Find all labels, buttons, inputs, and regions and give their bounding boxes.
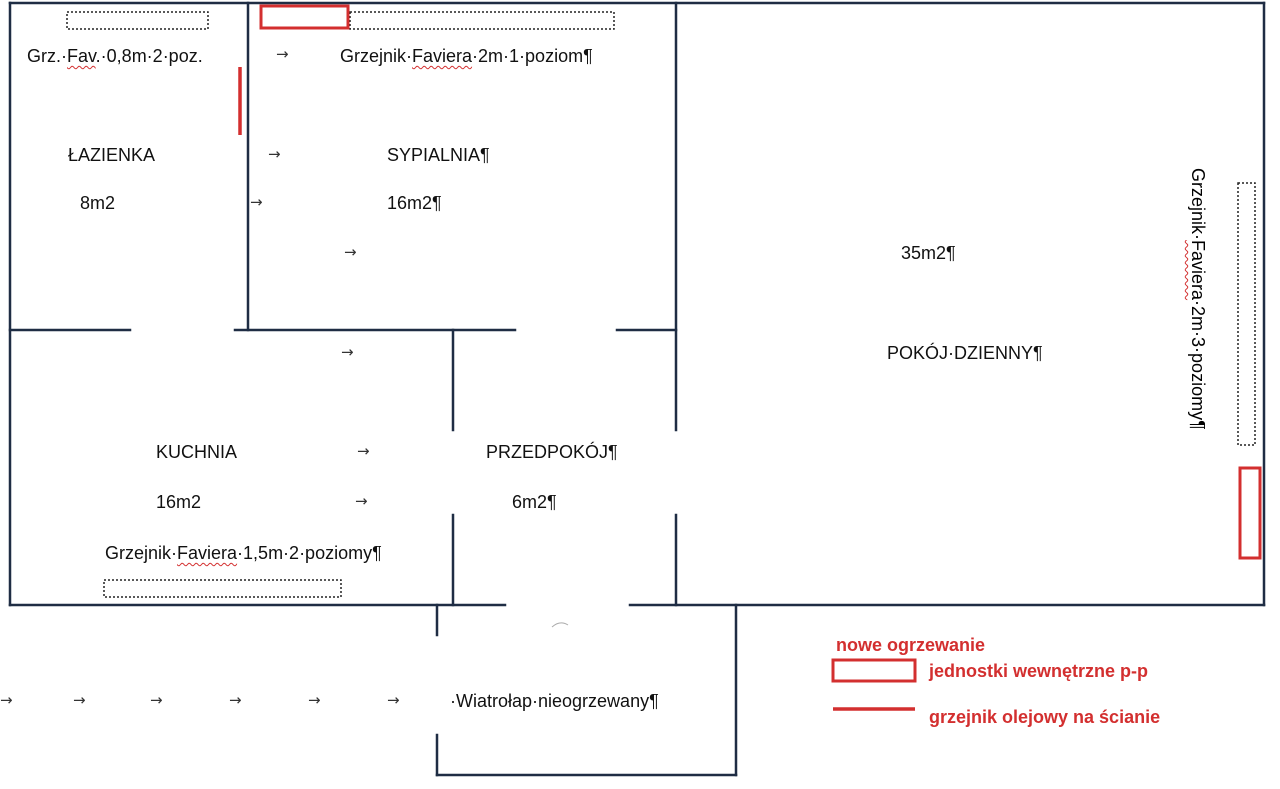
radiator-brand: Faviera — [1188, 240, 1208, 301]
tab-arrow: → — [355, 492, 368, 510]
tab-arrow: → — [276, 45, 289, 63]
radiator-label-part: ·1,5m·2·poziomy¶ — [237, 543, 382, 563]
radiator-label-part: Grzejnik· — [340, 46, 413, 66]
room-bathroom-name: ŁAZIENKA — [68, 145, 156, 165]
room-bedroom-name: SYPIALNIA¶ — [387, 145, 490, 165]
legend-title: nowe ogrzewanie — [836, 635, 986, 655]
small-mark — [551, 622, 569, 628]
radiator-kitchen-dotted — [103, 579, 342, 598]
room-living-area: 35m2¶ — [901, 243, 956, 263]
label-radiator-bedroom: Grzejnik·Faviera·2m·1·poziom¶ — [340, 47, 593, 65]
room-vestibule-name: ·Wiatrołap·nieogrzewany¶ — [450, 691, 659, 711]
tab-arrow: → — [357, 442, 370, 460]
room-kitchen-area: 16m2 — [156, 492, 202, 512]
tab-arrow: → — [150, 691, 163, 709]
radiator-label-part: .·0,8m·2·poz. — [95, 46, 203, 66]
radiator-label-part: ·2m·1·poziom¶ — [472, 46, 593, 66]
radiator-label-part: Grzejnik· — [105, 543, 178, 563]
radiator-label-part: ·2m·3·poziomy¶ — [1188, 300, 1208, 430]
tab-arrow: → — [73, 691, 86, 709]
existing-radiators — [66, 11, 1256, 598]
room-living-name: POKÓJ·DZIENNY¶ — [887, 343, 1043, 363]
tab-arrow: → — [344, 243, 357, 261]
tab-arrow: → — [229, 691, 242, 709]
room-bedroom-area: 16m2¶ — [387, 193, 442, 213]
room-hallway-area: 6m2¶ — [512, 492, 557, 512]
radiator-brand: Faviera — [177, 543, 238, 563]
radiator-living-dotted — [1237, 182, 1256, 446]
radiator-bathroom-dotted — [66, 11, 209, 30]
radiator-brand: Fav — [67, 46, 96, 66]
legend-indoor-units-label: jednostki wewnętrzne p-p — [929, 661, 1149, 681]
tab-arrow: → — [250, 193, 263, 211]
label-radiator-bathroom: Grz.·Fav.·0,8m·2·poz. — [27, 47, 203, 65]
indoor-unit-bedroom — [259, 4, 350, 30]
legend-oil-radiator-label: grzejnik olejowy na ścianie — [929, 707, 1161, 727]
tab-arrow: → — [387, 691, 400, 709]
label-radiator-kitchen: Grzejnik·Faviera·1,5m·2·poziomy¶ — [105, 544, 382, 562]
tab-arrow: → — [308, 691, 321, 709]
radiator-bedroom-dotted — [349, 11, 615, 30]
room-kitchen-name: KUCHNIA — [156, 442, 238, 462]
walls — [8, 1, 1266, 777]
new-heating-marks — [238, 4, 1262, 711]
indoor-unit-living — [1238, 466, 1262, 560]
tab-arrow: → — [0, 691, 13, 709]
label-radiator-living: Grzejnik·Faviera·2m·3·poziomy¶ — [1187, 168, 1209, 508]
tab-arrow: → — [341, 343, 354, 361]
tab-arrow: → — [268, 145, 281, 163]
room-hallway-name: PRZEDPOKÓJ¶ — [486, 442, 618, 462]
radiator-label-part: Grz.· — [27, 46, 67, 66]
legend-indoor-unit-swatch — [831, 658, 917, 683]
radiator-brand: Faviera — [412, 46, 473, 66]
radiator-label-part: Grzejnik· — [1188, 168, 1208, 241]
room-bathroom-area: 8m2 — [80, 193, 116, 213]
